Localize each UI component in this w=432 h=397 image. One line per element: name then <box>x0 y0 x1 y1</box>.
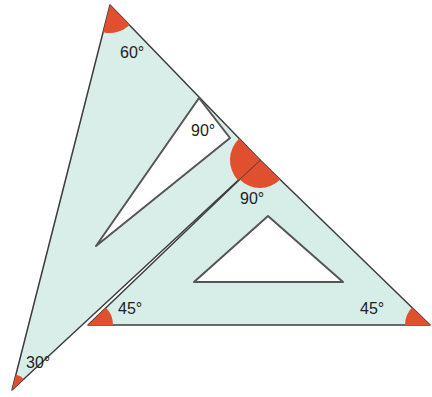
angle-mark <box>405 308 430 325</box>
angle-label: 45° <box>360 300 384 318</box>
angle-label: 60° <box>120 44 144 62</box>
angle-mark <box>230 138 260 180</box>
set-square-30-60 <box>12 5 260 390</box>
angle-marks <box>12 5 260 390</box>
angle-label: 90° <box>240 190 264 208</box>
cutout <box>194 216 343 282</box>
angle-label: 90° <box>191 122 215 140</box>
angle-label: 30° <box>26 354 50 372</box>
angle-label: 45° <box>118 300 142 318</box>
cutout <box>96 98 230 246</box>
angle-mark <box>103 5 129 33</box>
angle-mark <box>12 374 24 390</box>
triangle-30-60 <box>12 5 260 390</box>
